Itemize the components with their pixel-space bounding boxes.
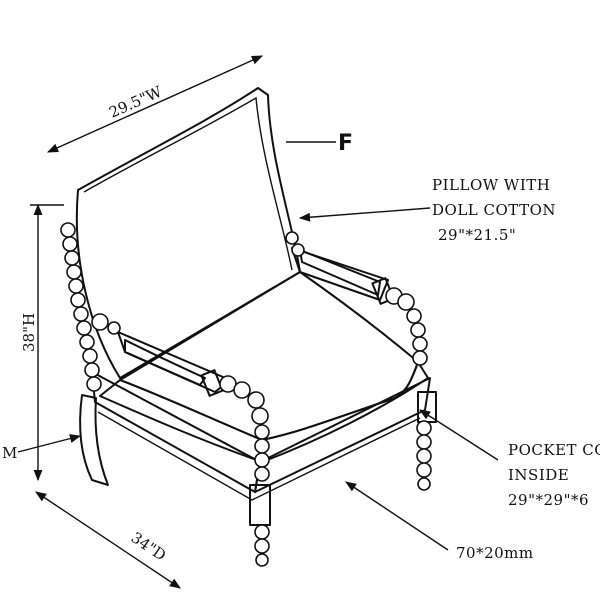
back-pillow [75, 87, 301, 379]
seat-cushion-side [261, 361, 429, 463]
chair-outline [60, 87, 437, 567]
marker-f: F [338, 131, 353, 156]
pillow-piping [83, 96, 293, 271]
spindle-back-left [60, 222, 102, 392]
callout-left-edge: M [2, 434, 82, 462]
pillow-line-1: PILLOW WITH [432, 176, 550, 194]
left-arm-cap [200, 369, 224, 397]
pocket-size: 29"*29"*6 [508, 491, 589, 509]
callout-pocket: POCKET CO INSIDE 29"*29"*6 [419, 409, 600, 509]
pocket-line-2: INSIDE [508, 466, 569, 484]
callout-pillow: PILLOW WITH DOLL COTTON 29"*21.5" [298, 176, 556, 244]
spindle-back-right [285, 231, 305, 257]
pocket-line-1: POCKET CO [508, 441, 600, 459]
dimension-depth: 34"D [35, 491, 181, 589]
spindle-right-arm [385, 287, 432, 491]
rail-size: 70*20mm [456, 544, 534, 562]
pillow-size: 29"*21.5" [438, 226, 516, 244]
apron-inner-line [97, 411, 421, 501]
height-label: 38"H [20, 313, 38, 352]
left-edge-label: M [2, 444, 18, 462]
width-label: 29.5"W [106, 82, 165, 121]
pillow-line-2: DOLL COTTON [432, 201, 556, 219]
spindle-left-arm [91, 313, 270, 567]
front-left-leg [79, 394, 109, 486]
dimension-width: 29.5"W [46, 55, 264, 153]
depth-label: 34"D [128, 528, 170, 564]
left-arm-pad [124, 339, 206, 386]
left-armrest [117, 331, 231, 393]
callout-rail: 70*20mm [345, 481, 534, 562]
callout-f: F [286, 131, 353, 156]
dimension-height: 38"H [20, 203, 64, 482]
